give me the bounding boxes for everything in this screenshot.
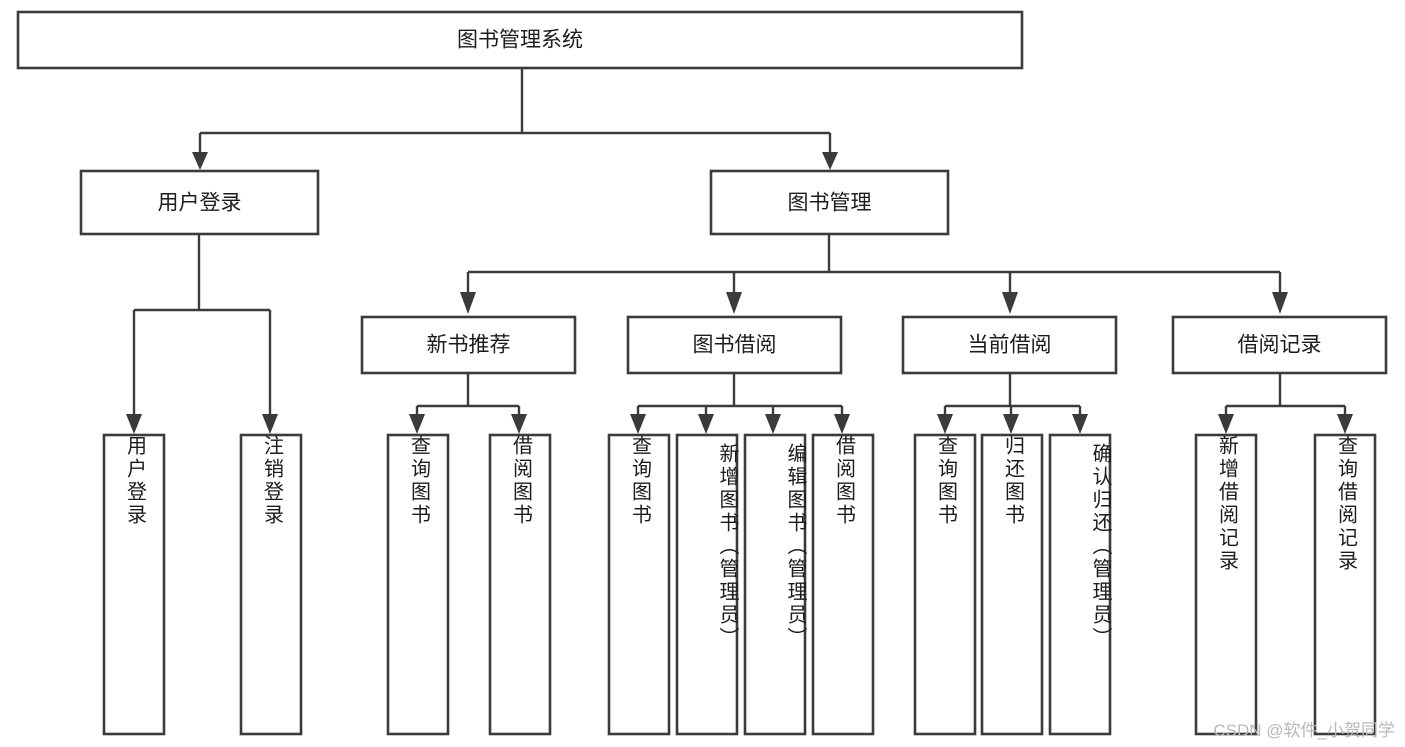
node-box-root[interactable] <box>16 10 1024 70</box>
arrow-head-br-leaf-2 <box>1337 414 1353 434</box>
arrow-head-leaf-logout <box>262 414 278 434</box>
arrow-head-book-borrow <box>726 292 742 314</box>
arrow-head-borrow-record <box>1272 292 1288 314</box>
node-label-root: 图书管理系统 <box>457 29 583 52</box>
arrow-head-leaf-user-login <box>126 414 142 434</box>
csdn-watermark: CSDN @软件_小贺同学 <box>1213 721 1395 740</box>
node-box-leaf-bb-add-book[interactable] <box>675 433 739 736</box>
node-box-user-login[interactable] <box>79 169 320 236</box>
connector-group-book-manage <box>460 234 1288 314</box>
node-box-leaf-cb-confirm-return[interactable] <box>1048 433 1112 736</box>
connector-group-new-book-recommend <box>409 373 527 434</box>
node-root[interactable]: 图书管理系统 <box>16 10 1024 70</box>
arrow-head-bb-leaf-1 <box>630 414 646 434</box>
node-user-login[interactable]: 用户登录 <box>79 169 320 236</box>
node-current-borrow[interactable]: 当前借阅 <box>901 315 1118 375</box>
connector-group-root <box>192 68 838 170</box>
arrow-head-cb-leaf-2 <box>1003 414 1019 434</box>
arrow-head-current-borrow <box>1002 292 1018 314</box>
node-label-current-borrow: 当前借阅 <box>968 334 1052 357</box>
arrow-head-bb-leaf-2 <box>698 414 714 434</box>
node-box-leaf-cb-return-book[interactable] <box>980 433 1044 736</box>
node-box-leaf-br-add-record[interactable] <box>1194 433 1258 736</box>
arrow-head-cb-leaf-3 <box>1072 414 1088 434</box>
connector-group-user-login <box>126 234 278 434</box>
node-label-book-borrow: 图书借阅 <box>693 334 777 357</box>
arrow-head-book-manage <box>822 152 838 170</box>
arrow-head-br-leaf-1 <box>1218 414 1234 434</box>
node-new-book-recommend[interactable]: 新书推荐 <box>360 315 577 375</box>
node-box-leaf-cb-query-book[interactable] <box>913 433 977 736</box>
node-box-leaf-nbr-borrow-book[interactable] <box>488 433 552 736</box>
arrow-head-bb-leaf-4 <box>834 414 850 434</box>
arrow-head-user-login <box>192 152 208 170</box>
node-book-manage[interactable]: 图书管理 <box>709 169 950 236</box>
node-box-leaf-br-query-record[interactable] <box>1313 433 1377 736</box>
arrow-head-nbr-leaf-2 <box>511 414 527 434</box>
connector-group-borrow-record <box>1218 373 1353 434</box>
node-label-book-manage: 图书管理 <box>788 192 872 215</box>
connector-group-current-borrow <box>937 373 1088 434</box>
node-label-borrow-record: 借阅记录 <box>1238 334 1322 357</box>
node-label-new-book-recommend: 新书推荐 <box>427 334 511 357</box>
node-borrow-record[interactable]: 借阅记录 <box>1171 315 1388 375</box>
node-book-borrow[interactable]: 图书借阅 <box>626 315 843 375</box>
node-box-leaf-bb-borrow-book[interactable] <box>811 433 875 736</box>
node-box-leaf-user-login[interactable] <box>102 433 166 736</box>
node-box-current-borrow[interactable] <box>901 315 1118 375</box>
node-box-borrow-record[interactable] <box>1171 315 1388 375</box>
connector-group-book-borrow <box>630 373 850 434</box>
node-box-new-book-recommend[interactable] <box>360 315 577 375</box>
node-box-book-borrow[interactable] <box>626 315 843 375</box>
node-box-leaf-logout[interactable] <box>239 433 303 736</box>
node-label-user-login: 用户登录 <box>158 192 242 215</box>
node-box-leaf-nbr-query-book[interactable] <box>386 433 450 736</box>
arrow-head-bb-leaf-3 <box>765 414 781 434</box>
arrow-head-cb-leaf-1 <box>937 414 953 434</box>
node-box-leaf-bb-query-book[interactable] <box>607 433 671 736</box>
node-box-leaf-bb-edit-book[interactable] <box>743 433 807 736</box>
arrow-head-nbr-leaf-1 <box>409 414 425 434</box>
arrow-head-new-book-recommend <box>460 292 476 314</box>
